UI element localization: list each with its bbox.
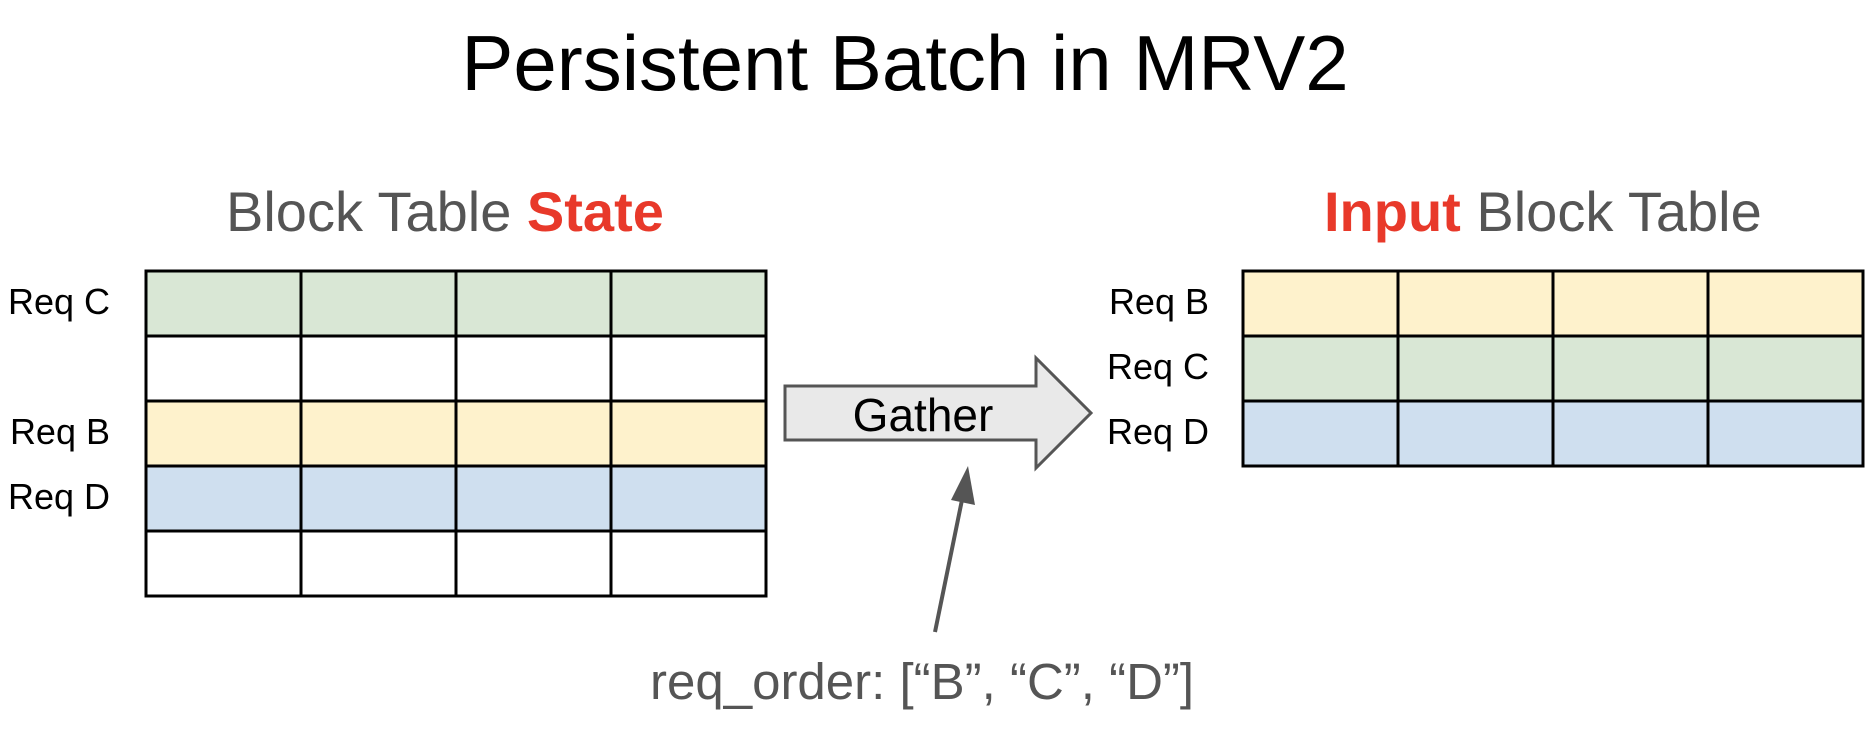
left-table-cell	[454, 529, 613, 598]
left-table-cell	[609, 399, 768, 468]
right-table-cell	[1396, 269, 1555, 338]
left-table-cell	[609, 529, 768, 598]
pointer-arrowhead	[951, 466, 975, 505]
left-table-row	[144, 399, 768, 468]
left-table-cell	[144, 399, 303, 468]
right-table-row	[1241, 399, 1865, 468]
left-table-row-label: Req C	[7, 280, 110, 322]
left-heading-accent: State	[526, 180, 664, 243]
left-table-cell	[299, 334, 458, 403]
left-table-row-label: Req B	[9, 410, 110, 452]
left-table-cell	[144, 464, 303, 533]
left-table-cell	[144, 269, 303, 338]
left-table-cell	[144, 529, 303, 598]
right-heading-accent: Input	[1324, 180, 1461, 243]
right-table-cell	[1241, 334, 1400, 403]
left-table-cell	[299, 464, 458, 533]
left-table-row	[144, 269, 768, 338]
left-table-heading: Block Table State	[226, 184, 664, 240]
right-heading-normal: Block Table	[1460, 180, 1762, 243]
left-table-cell	[454, 399, 613, 468]
right-table-cell	[1706, 334, 1865, 403]
left-table-row	[144, 334, 768, 403]
right-table-cell	[1241, 399, 1400, 468]
left-table-cell	[609, 464, 768, 533]
left-table-row	[144, 529, 768, 598]
req-order-pointer	[933, 466, 975, 633]
req-order-label: req_order: [“B”, “C”, “D”]	[650, 653, 1195, 710]
right-table-cell	[1396, 399, 1555, 468]
left-table-row-label: Req D	[7, 475, 110, 517]
gather-arrow: Gather	[783, 354, 1094, 472]
right-table-cell	[1706, 269, 1865, 338]
left-heading-normal: Block Table	[226, 180, 527, 243]
right-table-cell	[1551, 334, 1710, 403]
right-table-heading: Input Block Table	[1324, 184, 1762, 240]
right-table-row-label: Req B	[1108, 280, 1209, 322]
gather-label: Gather	[853, 389, 994, 441]
left-table-cell	[454, 269, 613, 338]
left-table-cell	[299, 399, 458, 468]
left-block-table	[144, 269, 768, 598]
right-table-cell	[1551, 399, 1710, 468]
left-table-cell	[454, 464, 613, 533]
right-block-table	[1241, 269, 1865, 468]
left-table-cell	[609, 334, 768, 403]
right-table-cell	[1551, 269, 1710, 338]
left-table-cell	[299, 529, 458, 598]
left-table-cell	[144, 334, 303, 403]
right-table-row	[1241, 269, 1865, 338]
right-table-cell	[1241, 269, 1400, 338]
right-table-cell	[1706, 399, 1865, 468]
left-table-cell	[454, 334, 613, 403]
right-table-row	[1241, 334, 1865, 403]
right-table-row-label: Req D	[1106, 410, 1209, 452]
left-table-cell	[609, 269, 768, 338]
pointer-line	[933, 494, 965, 633]
gather-arrow-shape	[783, 354, 1094, 472]
right-table-row-label: Req C	[1106, 345, 1209, 387]
left-table-cell	[299, 269, 458, 338]
diagram-title: Persistent Batch in MRV2	[461, 19, 1349, 107]
left-table-row	[144, 464, 768, 533]
right-table-cell	[1396, 334, 1555, 403]
